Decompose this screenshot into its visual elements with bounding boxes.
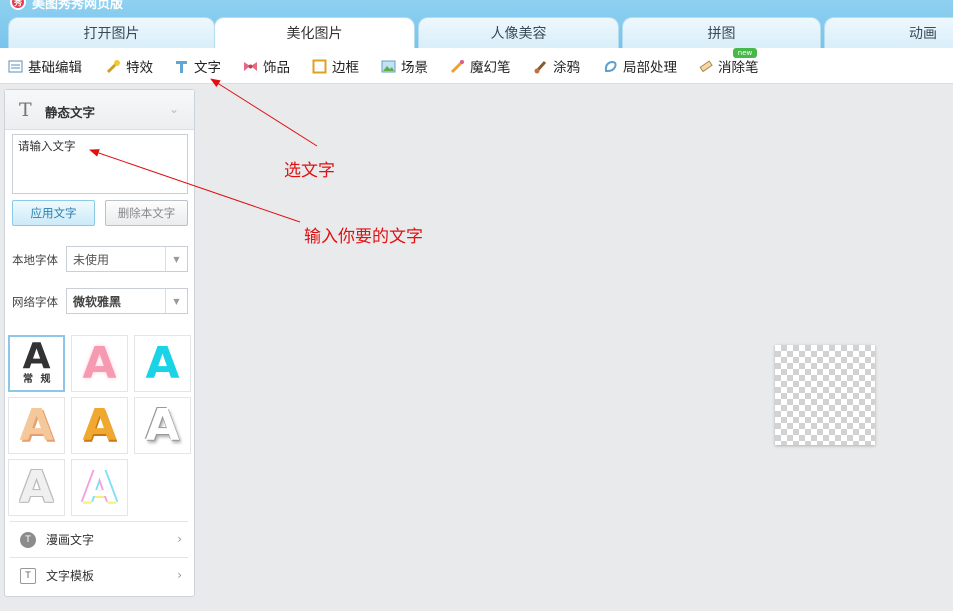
tab-portrait[interactable]: 人像美容 [418, 17, 619, 48]
local-font-value: 未使用 [73, 252, 110, 267]
apply-text-button[interactable]: 应用文字 [12, 200, 95, 226]
brush-icon [533, 59, 548, 74]
style-normal[interactable]: A 常 规 [8, 335, 65, 392]
style-letter: A [19, 399, 54, 451]
tool-label: 消除笔 [718, 60, 759, 76]
tab-animation[interactable]: 动画 [824, 17, 953, 48]
chevron-down-icon[interactable]: ⌄ [169, 102, 180, 116]
transparent-canvas-preview[interactable] [775, 345, 875, 445]
text-panel: T 静态文字 ⌄ 请输入文字 应用文字 删除本文字 本地字体 未使用 ▼ 网络字… [4, 89, 195, 597]
tool-effects[interactable]: 特效 [106, 57, 153, 76]
web-font-label: 网络字体 [12, 295, 58, 309]
chevron-right-icon: › [177, 568, 182, 582]
tool-frame[interactable]: 边框 [312, 57, 359, 76]
comic-text-item[interactable]: T 漫画文字 › [10, 521, 188, 557]
chevron-right-icon: › [177, 532, 182, 546]
static-text-icon: T [19, 99, 32, 121]
tool-basic-edit[interactable]: 基础编辑 [8, 57, 82, 76]
tool-eraser-pen[interactable]: 消除笔 [698, 57, 759, 76]
style-white-3d[interactable]: A [134, 397, 191, 454]
delete-text-button[interactable]: 删除本文字 [105, 200, 188, 226]
text-input[interactable]: 请输入文字 [12, 134, 188, 194]
comic-text-icon: T [20, 531, 36, 548]
arrow-to-text-tool [210, 78, 318, 147]
tool-magic-pen[interactable]: 魔幻笔 [450, 57, 511, 76]
top-bar: 秀 美图秀秀网页版 打开图片 美化图片 人像美容 拼图 动画 [0, 0, 953, 48]
app-title-bar: 秀 美图秀秀网页版 [10, 0, 124, 12]
web-font-select[interactable]: 微软雅黑 ▼ [66, 288, 188, 314]
annotation-input-text: 输入你要的文字 [304, 227, 423, 247]
style-letter: A [145, 337, 180, 389]
annotation-select-text: 选文字 [284, 161, 335, 181]
basic-edit-icon [8, 59, 23, 74]
style-letter: A [82, 461, 117, 513]
tool-label: 特效 [126, 60, 153, 76]
style-gold[interactable]: A [71, 397, 128, 454]
style-cyan[interactable]: A [134, 335, 191, 392]
frame-icon [312, 59, 327, 74]
web-font-value: 微软雅黑 [73, 294, 122, 309]
style-letter: A [82, 399, 117, 451]
eraser-pen-icon [698, 59, 713, 74]
tool-doodle[interactable]: 涂鸦 [533, 57, 580, 76]
toolbar: 基础编辑 特效 文字 饰品 边框 场景 魔幻笔 [0, 48, 953, 84]
text-t-icon [174, 59, 189, 74]
style-polka-dot[interactable]: A [8, 397, 65, 454]
tool-label: 基础编辑 [28, 60, 82, 76]
tool-label: 场景 [401, 60, 428, 76]
new-badge: new [733, 48, 757, 58]
magic-pen-icon [450, 59, 465, 74]
tab-collage[interactable]: 拼图 [622, 17, 821, 48]
tool-label: 边框 [332, 60, 359, 76]
panel-title: 静态文字 [45, 105, 96, 120]
tool-label: 局部处理 [623, 60, 677, 76]
tool-local-process[interactable]: 局部处理 [603, 57, 677, 76]
tool-label: 魔幻笔 [470, 60, 511, 76]
style-pink-glow[interactable]: A [71, 335, 128, 392]
app-title: 美图秀秀网页版 [32, 0, 124, 12]
tab-open-image[interactable]: 打开图片 [8, 17, 215, 48]
tool-label: 涂鸦 [553, 60, 580, 76]
comic-text-label: 漫画文字 [46, 533, 95, 547]
style-letter: A [19, 461, 54, 513]
landscape-icon [381, 59, 396, 74]
local-process-icon [603, 59, 618, 74]
style-letter: A [145, 399, 180, 451]
tool-label: 饰品 [263, 60, 290, 76]
dropdown-arrow-icon[interactable]: ▼ [165, 247, 187, 271]
style-rainbow[interactable]: A [71, 459, 128, 516]
style-letter: A [22, 335, 51, 377]
local-font-label: 本地字体 [12, 253, 58, 267]
panel-header[interactable]: T 静态文字 ⌄ [5, 90, 194, 130]
bow-icon [243, 59, 258, 74]
tool-accessories[interactable]: 饰品 [243, 57, 290, 76]
text-template-label: 文字模板 [46, 569, 95, 583]
style-outline-gray[interactable]: A [8, 459, 65, 516]
text-template-icon: T [20, 567, 36, 584]
tool-text[interactable]: 文字 [174, 57, 221, 76]
magic-wand-icon [106, 59, 121, 74]
style-normal-label: 常 规 [23, 374, 53, 385]
style-letter: A [82, 337, 117, 389]
tool-label: 文字 [194, 60, 221, 76]
local-font-select[interactable]: 未使用 ▼ [66, 246, 188, 272]
tab-beautify-image[interactable]: 美化图片 [214, 17, 415, 48]
dropdown-arrow-icon[interactable]: ▼ [165, 289, 187, 313]
tool-scene[interactable]: 场景 [381, 57, 428, 76]
app-logo-icon: 秀 [10, 0, 26, 10]
text-template-item[interactable]: T 文字模板 › [10, 557, 188, 593]
